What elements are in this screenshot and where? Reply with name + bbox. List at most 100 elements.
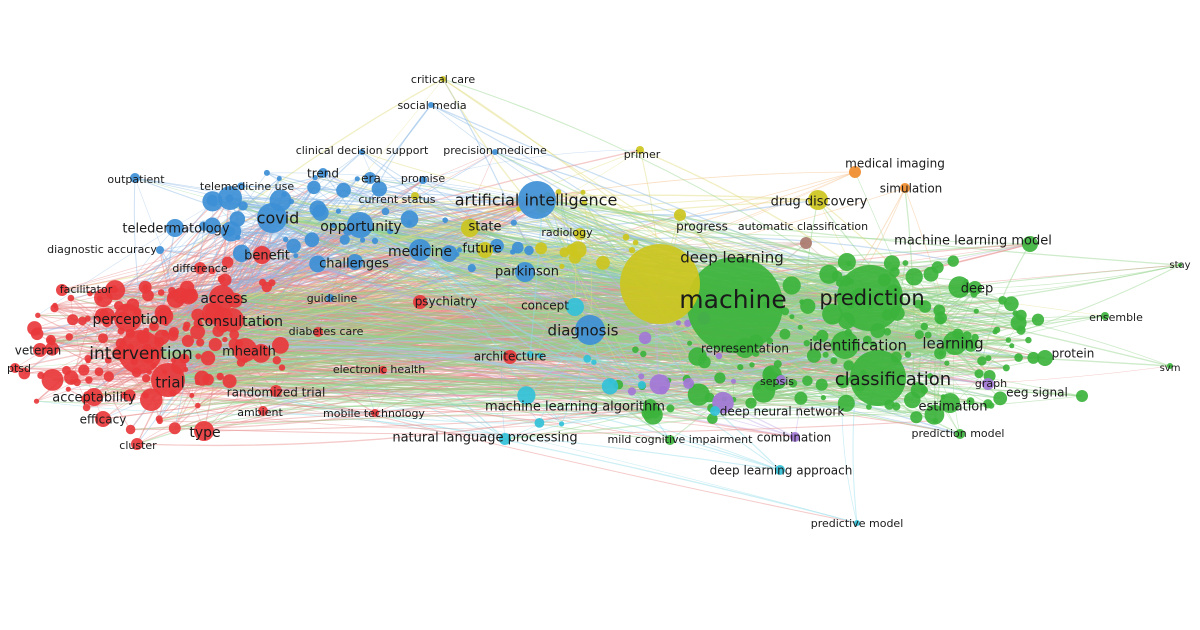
node-automatic-classification[interactable] — [800, 237, 812, 249]
node-simulation[interactable] — [900, 183, 910, 193]
node-intervention[interactable] — [118, 330, 162, 374]
node-predictive-model[interactable] — [854, 520, 860, 526]
edge-1662 — [139, 264, 938, 353]
node-classification[interactable] — [850, 350, 906, 406]
edge-1340 — [317, 263, 870, 408]
node-stay[interactable] — [1178, 263, 1182, 267]
node-learning[interactable] — [943, 331, 967, 355]
edge-867 — [184, 316, 956, 359]
node-natural-language-processing[interactable] — [499, 433, 511, 445]
node-ptsd[interactable] — [10, 363, 20, 373]
node-randomized-trial[interactable] — [270, 385, 282, 397]
node-guideline[interactable] — [326, 294, 334, 302]
edge-31 — [167, 377, 879, 407]
minor-node-19 — [65, 333, 74, 341]
node-eeg-signal[interactable] — [1076, 390, 1088, 402]
node-combination[interactable] — [790, 432, 800, 442]
node-precision-medicine[interactable] — [492, 149, 498, 155]
node-difference[interactable] — [194, 262, 206, 274]
node-radiology[interactable] — [574, 228, 586, 240]
node-efficacy[interactable] — [95, 411, 111, 427]
minor-node-146 — [221, 256, 234, 268]
node-ensemble[interactable] — [1101, 312, 1109, 320]
node-primer[interactable] — [636, 146, 644, 154]
node-promise[interactable] — [419, 176, 427, 184]
edge-1751 — [167, 350, 704, 381]
node-critical-care[interactable] — [440, 76, 446, 82]
node-drug-discovery[interactable] — [808, 190, 828, 210]
node-parkinson[interactable] — [515, 262, 535, 282]
minor-node-361 — [555, 189, 562, 195]
node-facilitator[interactable] — [56, 284, 68, 296]
edge-225 — [231, 242, 807, 321]
node-electronic-health[interactable] — [379, 366, 387, 374]
edge-318 — [329, 297, 376, 414]
node-trend[interactable] — [318, 168, 328, 178]
node-representation[interactable] — [735, 338, 755, 358]
node-protein[interactable] — [1037, 350, 1053, 366]
node-medicine[interactable] — [409, 239, 431, 261]
node-cluster[interactable] — [131, 438, 143, 450]
node-mhealth[interactable] — [233, 338, 257, 362]
edge-1713 — [419, 249, 764, 392]
node-psychiatry[interactable] — [413, 295, 427, 309]
node-concept[interactable] — [566, 298, 584, 316]
node-estimation[interactable] — [940, 393, 960, 413]
node-opportunity[interactable] — [347, 212, 373, 238]
edge-682 — [145, 283, 661, 380]
node-deep-learning[interactable] — [620, 244, 700, 324]
edge-702 — [85, 328, 956, 400]
node-medical-imaging[interactable] — [849, 166, 861, 178]
node-outpatient[interactable] — [130, 173, 140, 183]
node-current-status[interactable] — [411, 192, 419, 200]
node-sepsis[interactable] — [776, 375, 786, 385]
node-machine[interactable] — [687, 257, 783, 353]
node-diagnostic-accuracy[interactable] — [156, 246, 164, 254]
node-graph[interactable] — [982, 378, 994, 390]
node-progress[interactable] — [674, 209, 686, 221]
node-deep[interactable] — [968, 281, 982, 295]
node-machine-learning-model[interactable] — [1022, 236, 1038, 252]
node-identification[interactable] — [831, 331, 859, 359]
node-mild-cognitive-impairment[interactable] — [665, 435, 675, 445]
node-ambient[interactable] — [258, 406, 268, 416]
node-state[interactable] — [461, 219, 479, 237]
edge-213 — [841, 344, 858, 524]
edge-1400 — [939, 294, 975, 354]
node-social-media[interactable] — [428, 102, 434, 108]
label-opportunity: opportunity — [320, 219, 402, 235]
node-era[interactable] — [364, 172, 376, 184]
node-mobile-technology[interactable] — [371, 409, 379, 417]
edge-513 — [72, 319, 879, 379]
node-future[interactable] — [477, 242, 493, 258]
node-trial[interactable] — [151, 363, 185, 397]
node-access[interactable] — [209, 285, 235, 311]
node-deep-learning-approach[interactable] — [775, 465, 785, 475]
node-architecture[interactable] — [503, 350, 517, 364]
node-clinical-decision-support[interactable] — [359, 149, 365, 155]
node-veteran[interactable] — [33, 343, 47, 357]
edge-854 — [149, 224, 361, 373]
node-prediction-model[interactable] — [955, 429, 965, 439]
edge-1540 — [536, 199, 1022, 331]
edge-1669 — [231, 294, 881, 321]
node-acceptability[interactable] — [85, 388, 103, 406]
node-benefit[interactable] — [253, 246, 271, 264]
node-prediction[interactable] — [837, 265, 903, 331]
node-svm[interactable] — [1167, 363, 1173, 369]
edge-1187 — [528, 236, 954, 262]
node-covid[interactable] — [257, 203, 287, 233]
node-consultation[interactable] — [220, 308, 244, 332]
node-artificial-intelligence[interactable] — [518, 181, 556, 219]
node-telemedicine-use[interactable] — [218, 186, 242, 210]
node-diagnosis[interactable] — [575, 315, 605, 345]
node-challenges[interactable] — [347, 254, 363, 270]
node-type[interactable] — [194, 421, 214, 441]
node-perception[interactable] — [114, 304, 142, 332]
node-deep-neural-network[interactable] — [710, 406, 720, 416]
edge-228 — [139, 171, 856, 353]
edge-1370 — [419, 249, 808, 382]
node-machine-learning-algorithm[interactable] — [643, 399, 657, 413]
node-teledermatology[interactable] — [166, 219, 184, 237]
node-diabetes-care[interactable] — [313, 327, 323, 337]
